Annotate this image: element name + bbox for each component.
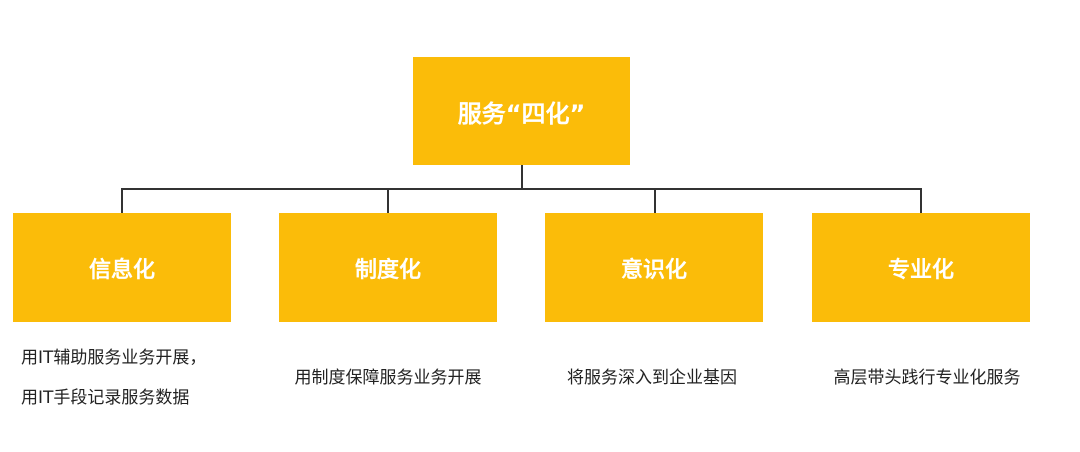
node-label: 信息化 <box>88 257 155 283</box>
node-informatization: 信息化 <box>13 213 231 322</box>
connector-child-1 <box>121 188 123 213</box>
node-awareness: 意识化 <box>545 213 763 322</box>
node-label: 制度化 <box>354 257 421 283</box>
node-label: 专业化 <box>887 257 954 283</box>
description-line: 用制度保障服务业务开展 <box>294 368 482 388</box>
node-professionalization: 专业化 <box>812 213 1030 322</box>
description-professionalization: 高层带头践行专业化服务 <box>797 358 1057 398</box>
root-node: 服务“四化” <box>413 57 630 165</box>
connector-child-2 <box>387 188 389 213</box>
description-awareness: 将服务深入到企业基因 <box>522 358 782 398</box>
node-label: 意识化 <box>620 257 687 283</box>
connector-child-3 <box>654 188 656 213</box>
connector-root-stem <box>521 165 523 190</box>
connector-horizontal <box>122 188 922 190</box>
description-line: 将服务深入到企业基因 <box>567 368 737 388</box>
description-line: 用IT手段记录服务数据 <box>21 388 190 408</box>
description-institutionalization: 用制度保障服务业务开展 <box>258 358 518 398</box>
connector-child-4 <box>920 188 922 213</box>
root-label: 服务“四化” <box>457 99 586 128</box>
description-informatization: 用IT辅助服务业务开展， 用IT手段记录服务数据 <box>0 338 281 418</box>
description-line: 用IT辅助服务业务开展， <box>21 348 207 368</box>
description-line: 高层带头践行专业化服务 <box>833 368 1021 388</box>
node-institutionalization: 制度化 <box>279 213 497 322</box>
